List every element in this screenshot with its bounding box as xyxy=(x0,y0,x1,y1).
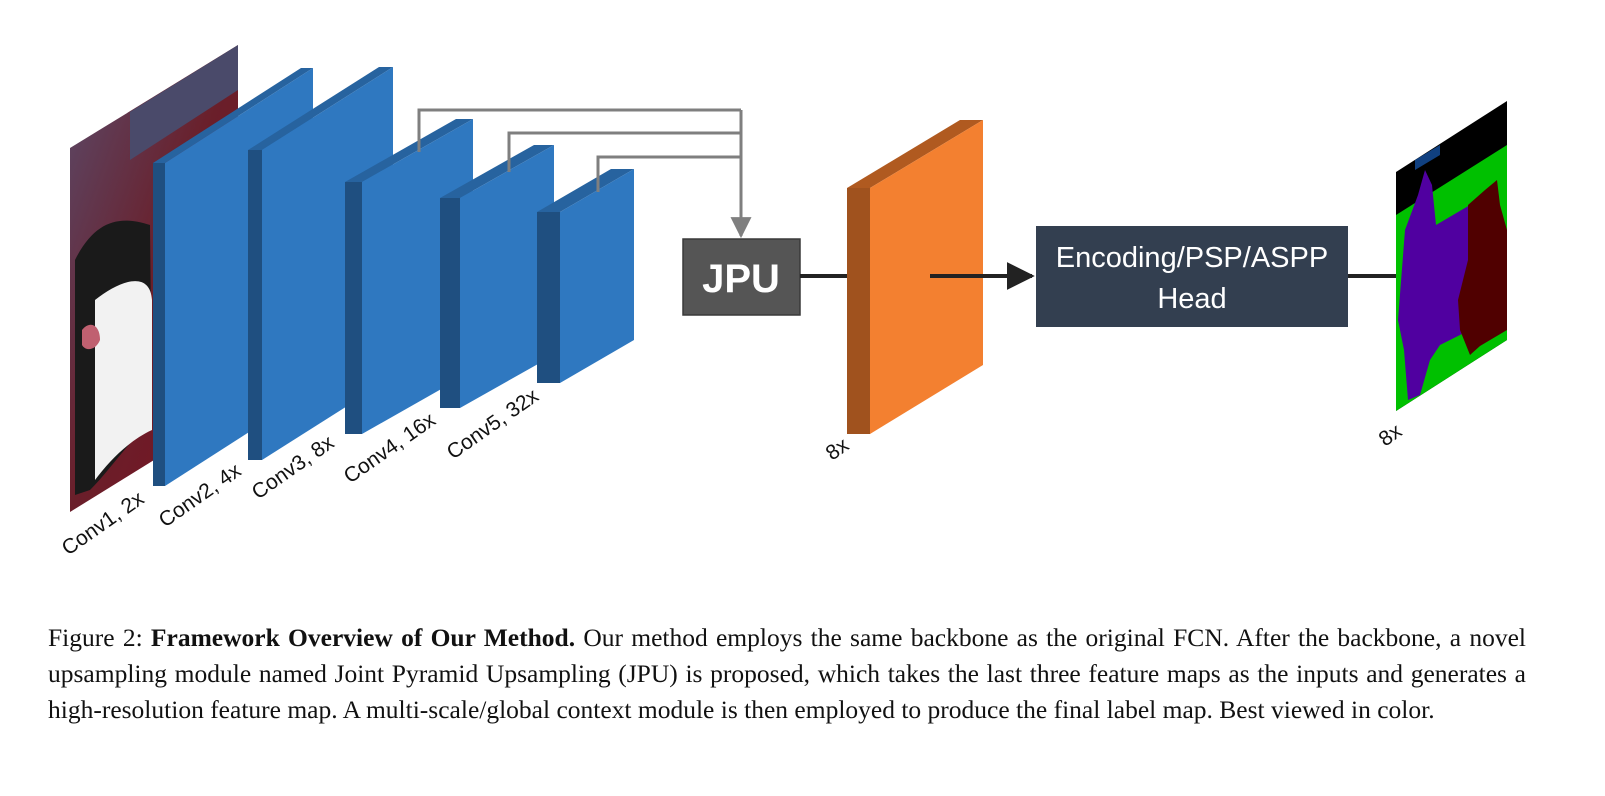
head-block: Encoding/PSP/ASPP Head xyxy=(1036,226,1348,327)
conv2-layer-side xyxy=(248,150,262,460)
conv3-layer-top xyxy=(345,119,473,182)
conv5-connector xyxy=(596,155,741,192)
figure-caption: Figure 2: Framework Overview of Our Meth… xyxy=(48,620,1526,728)
conv5-layer-top xyxy=(537,169,634,212)
conv5-layer-side xyxy=(537,212,560,383)
conv4-layer-side xyxy=(440,198,460,408)
conv4-layer-top xyxy=(440,145,554,198)
conv4-layer-front xyxy=(460,145,554,408)
jpu-label: JPU xyxy=(702,257,780,301)
conv1-layer-top xyxy=(153,68,313,163)
jpu-block: JPU xyxy=(682,238,801,316)
head-label-line2: Head xyxy=(1157,283,1226,315)
conv4-layer xyxy=(440,145,554,408)
feature-map-side xyxy=(847,188,870,434)
jpu-connectors xyxy=(417,108,752,239)
conv1-layer-side xyxy=(153,163,165,486)
output-segmentation-map xyxy=(1396,101,1507,411)
feature-map-front xyxy=(870,120,983,434)
upsampled-feature-map xyxy=(847,120,983,434)
caption-prefix: Figure 2: xyxy=(48,623,151,652)
conv2-layer-top xyxy=(248,67,393,150)
conv5-layer xyxy=(537,169,634,383)
feature-map-top xyxy=(847,120,983,188)
head-label-line1: Encoding/PSP/ASPP xyxy=(1056,242,1328,274)
caption-title: Framework Overview of Our Method. xyxy=(150,623,576,652)
feature-scale-label: 8x xyxy=(822,433,854,465)
caption-body: Our method employs the same backbone as … xyxy=(48,623,1526,724)
conv3-connector xyxy=(417,108,741,152)
conv5-layer-front xyxy=(560,169,634,383)
conv3-layer-side xyxy=(345,182,362,434)
conv4-connector xyxy=(507,131,741,172)
output-scale-label: 8x xyxy=(1375,419,1407,451)
